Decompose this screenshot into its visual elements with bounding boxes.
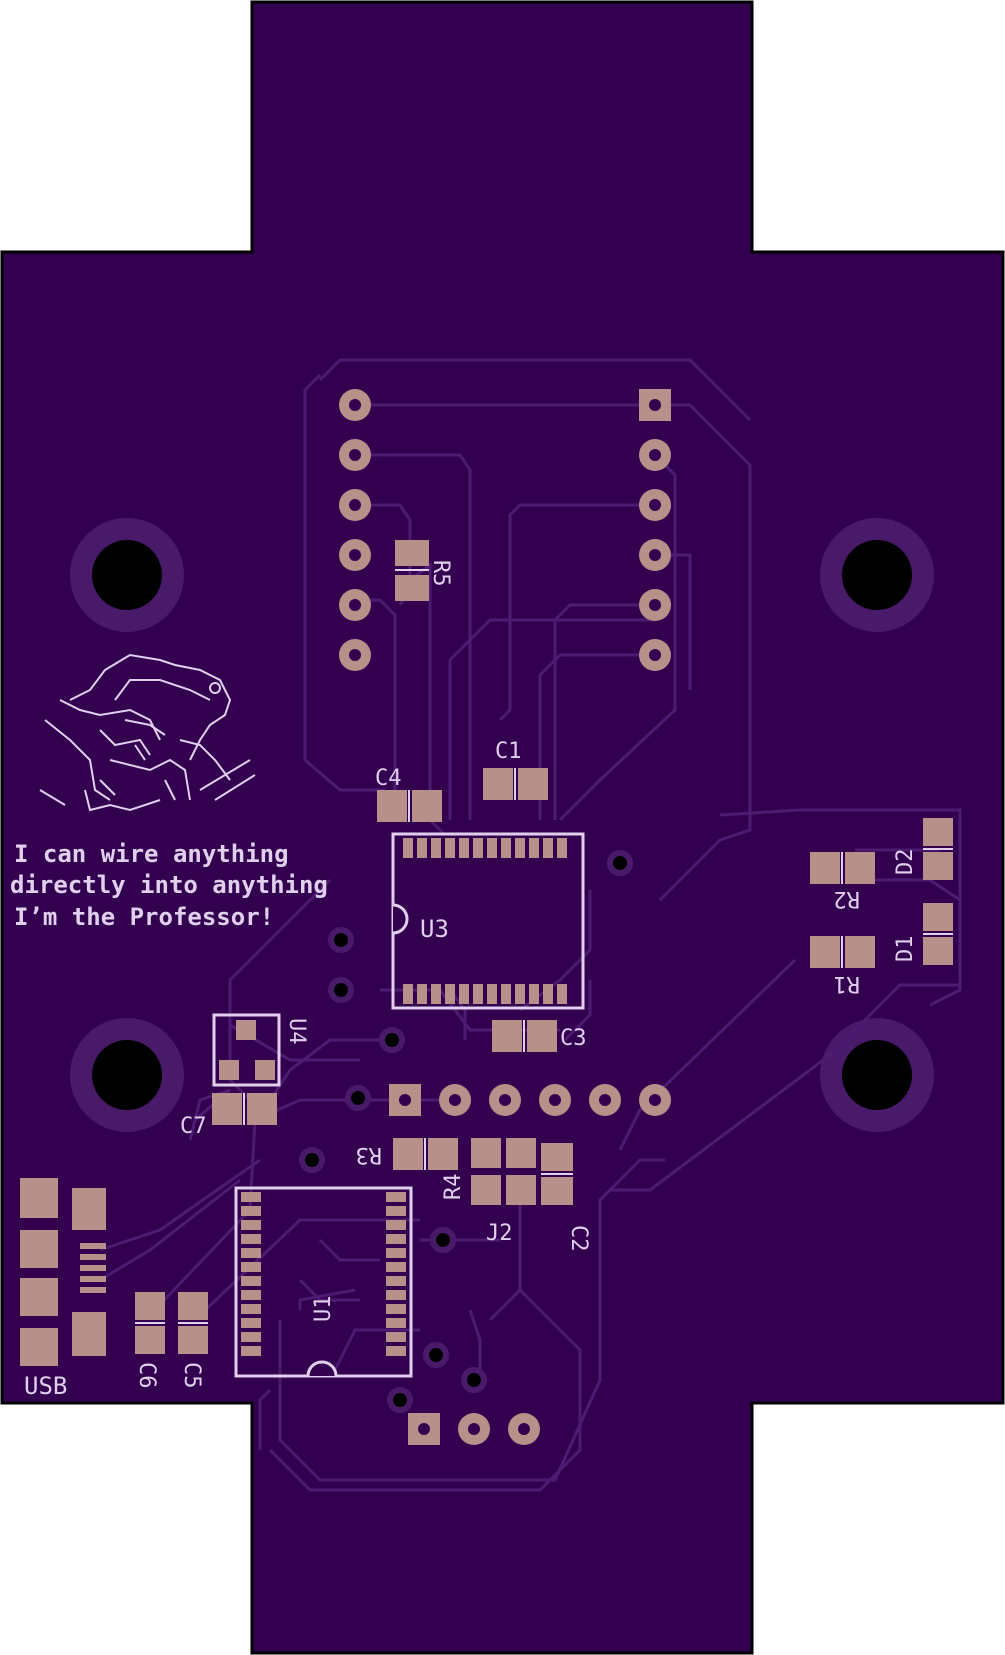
label-c3: C3: [560, 1026, 587, 1051]
header-right-pins: [639, 389, 671, 671]
professor-sketch-icon: [39, 653, 256, 812]
u3-footprint: U3: [391, 832, 585, 1010]
label-d2: D2: [893, 849, 918, 876]
label-r4: R4: [441, 1174, 466, 1201]
label-c1: C1: [495, 739, 522, 764]
vias: [299, 850, 633, 1413]
r3-footprint: R3: [356, 1138, 458, 1170]
label-u3: U3: [420, 915, 449, 943]
label-c5: C5: [179, 1362, 204, 1389]
label-u4: U4: [284, 1018, 309, 1045]
label-r5: R5: [428, 560, 453, 587]
d2-footprint: D2: [893, 818, 953, 880]
c1-footprint: C1: [483, 739, 548, 800]
label-usb: USB: [24, 1372, 67, 1400]
quote-line-2: directly into anything: [10, 871, 328, 899]
label-c7: C7: [180, 1114, 207, 1139]
c6-footprint: C6: [134, 1292, 165, 1389]
r4-footprint: R4: [441, 1138, 536, 1205]
r1-footprint: R1: [810, 936, 875, 996]
label-c4: C4: [375, 766, 402, 791]
quote-block: I can wire anything directly into anythi…: [10, 840, 328, 931]
r5-footprint: R5: [395, 540, 453, 601]
mounting-holes: [70, 518, 934, 1132]
label-r2: R2: [834, 886, 861, 911]
label-j2: J2: [486, 1221, 513, 1246]
c7-footprint: C7: [180, 1093, 277, 1139]
usb-connector: USB: [20, 1178, 106, 1400]
c4-footprint: C4: [375, 766, 442, 822]
header-left-pins: [339, 389, 371, 671]
j2-pins: J2: [389, 1084, 671, 1246]
quote-line-3: I’m the Professor!: [14, 903, 274, 931]
bottom-header-pins: [408, 1413, 540, 1445]
label-c2: C2: [566, 1225, 591, 1252]
u4-footprint: U4: [212, 1013, 309, 1087]
c2-footprint: C2: [541, 1143, 591, 1252]
u1-footprint: U1: [234, 1186, 413, 1378]
label-r1: R1: [834, 971, 861, 996]
label-r3: R3: [356, 1142, 383, 1167]
c3-footprint: C3: [492, 1020, 587, 1052]
c5-footprint: C5: [178, 1292, 208, 1389]
r2-footprint: R2: [810, 852, 875, 911]
label-d1: D1: [893, 936, 918, 963]
label-u1: U1: [311, 1296, 336, 1323]
quote-line-1: I can wire anything: [14, 840, 289, 868]
label-c6: C6: [134, 1362, 159, 1389]
d1-footprint: D1: [893, 903, 953, 965]
